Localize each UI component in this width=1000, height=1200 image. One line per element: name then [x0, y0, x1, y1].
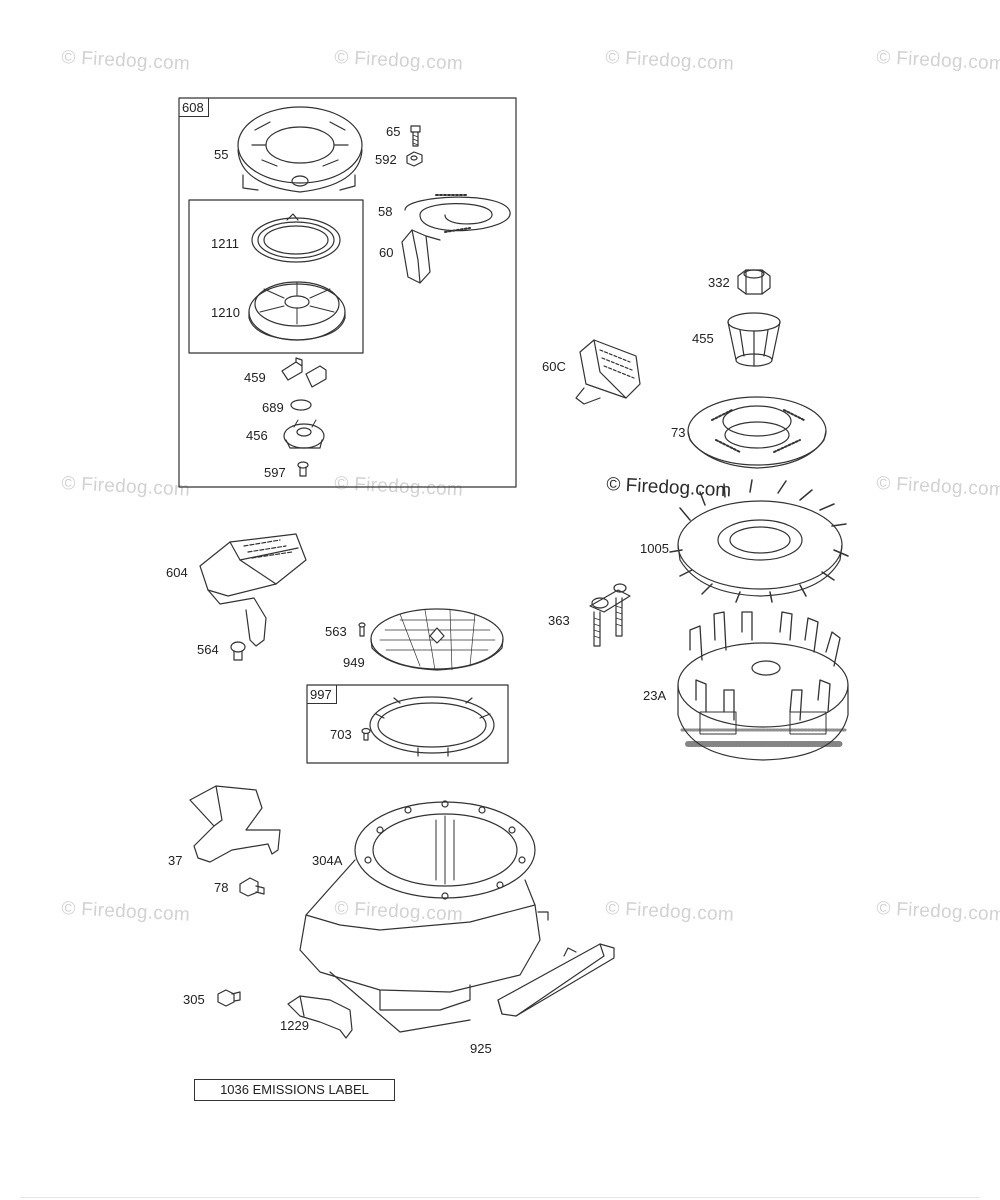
callout-60c: 60C: [542, 359, 566, 374]
mounting-stud: [589, 583, 631, 647]
starter-group-label: 608: [179, 98, 209, 117]
air-deflector: [287, 995, 353, 1039]
callout-73: 73: [671, 425, 686, 440]
callout-60: 60: [379, 245, 394, 260]
screen-mounting-ring: [369, 696, 495, 757]
callout-1229: 1229: [280, 1018, 309, 1033]
starter-group-frame: [178, 97, 517, 488]
callout-65: 65: [386, 124, 401, 139]
callout-703: 703: [330, 727, 352, 742]
starter-pulley: [248, 281, 346, 341]
retainer-ring: [290, 399, 312, 411]
callout-604: 604: [166, 565, 188, 580]
flywheel: [677, 611, 849, 761]
starter-housing: [237, 106, 363, 193]
cylinder-baffle: [497, 943, 615, 1017]
callout-456: 456: [246, 428, 268, 443]
housing-screw: [217, 989, 241, 1007]
callout-564: 564: [197, 642, 219, 657]
starter-rope: [404, 194, 511, 233]
flywheel-nut: [737, 269, 771, 295]
callout-1211: 1211: [211, 236, 239, 251]
callout-925: 925: [470, 1041, 492, 1056]
callout-23a: 23A: [643, 688, 667, 703]
callout-332: 332: [708, 275, 730, 290]
starter-pawl: [281, 357, 327, 388]
handle-insert: [575, 339, 641, 405]
bolt: [410, 125, 421, 147]
starter-handle: [401, 229, 441, 284]
flywheel-fan: [669, 479, 849, 603]
callout-37: 37: [168, 853, 183, 868]
callout-304a: 304A: [312, 853, 343, 868]
fan-screen: [687, 396, 827, 469]
callout-305: 305: [183, 992, 205, 1007]
callout-1210: 1210: [211, 305, 240, 320]
callout-78: 78: [214, 880, 229, 895]
pawl-retainer: [283, 419, 325, 449]
screen-screw: [358, 622, 366, 637]
callout-592: 592: [375, 152, 397, 167]
blower-housing: [299, 800, 549, 1033]
emissions-label-box: 1036 EMISSIONS LABEL: [194, 1079, 395, 1101]
footer-divider: [20, 1197, 980, 1198]
callout-563: 563: [325, 624, 347, 639]
callout-363: 363: [548, 613, 570, 628]
hex-nut: [406, 151, 423, 167]
starter-cup: [727, 312, 781, 367]
retainer-screw: [297, 461, 309, 477]
ring-screw: [361, 727, 371, 741]
screen-ring-group-frame: [306, 684, 509, 764]
engine-shroud: [199, 533, 307, 647]
rotating-screen: [370, 608, 504, 671]
guide-bolt: [239, 877, 265, 897]
callout-455: 455: [692, 331, 714, 346]
rewind-spring: [251, 213, 341, 263]
callout-949: 949: [343, 655, 365, 670]
callout-597: 597: [264, 465, 286, 480]
callout-689: 689: [262, 400, 284, 415]
screen-ring-group-label: 997: [307, 685, 337, 704]
shroud-screw: [230, 641, 246, 661]
callout-58: 58: [378, 204, 393, 219]
callout-459: 459: [244, 370, 266, 385]
pulley-subgroup-frame: [188, 199, 364, 354]
callout-1005: 1005: [640, 541, 669, 556]
air-guide: [189, 785, 281, 863]
callout-55: 55: [214, 147, 229, 162]
